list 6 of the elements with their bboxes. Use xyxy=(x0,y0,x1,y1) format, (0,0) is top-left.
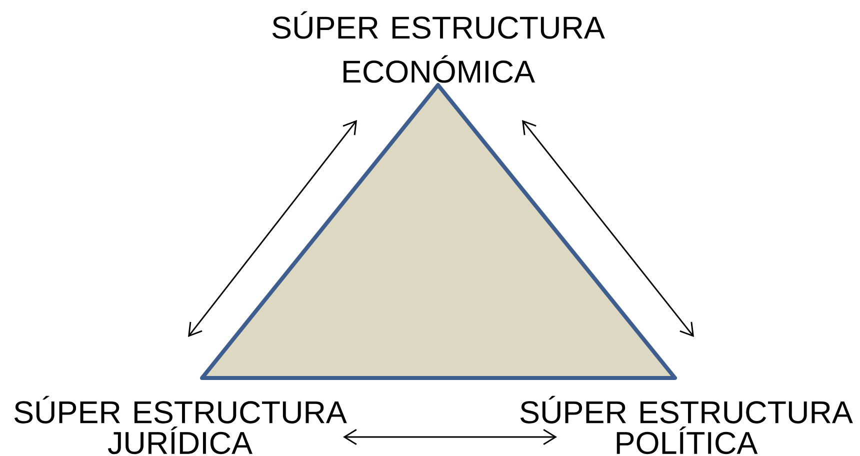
double-arrow xyxy=(343,429,557,445)
corner-label: SÚPER ESTRUCTURA POLÍTICA xyxy=(520,396,853,454)
double-arrow xyxy=(188,120,357,337)
double-arrow xyxy=(522,120,694,337)
corner-label: SÚPER ESTRUCTURA JURÍDICA xyxy=(14,396,347,454)
corner-label: SÚPER ESTRUCTURA ECONÓMICA xyxy=(272,11,605,83)
